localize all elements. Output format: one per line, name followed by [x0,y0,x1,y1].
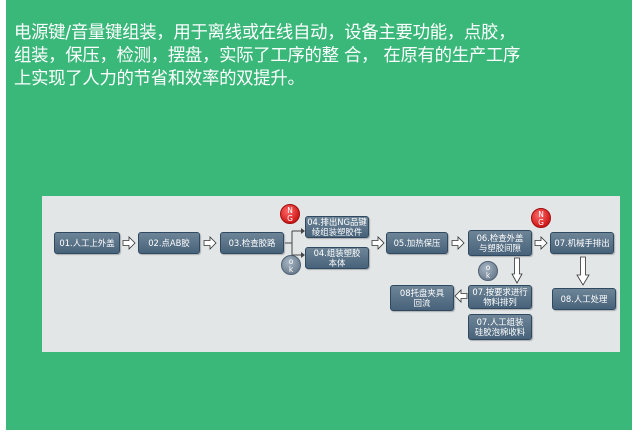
arrow-right-02-03 [203,236,217,250]
arrow-right-01-02 [122,236,136,250]
step-05-heat-press: 05.加热保压 [386,232,448,254]
ng-badge-inspection-2: N G [531,208,551,228]
arrow-down-06-07 [511,257,523,284]
ok-badge-inspection-2: o k [478,261,498,281]
connector-03-to-04 [285,228,305,258]
intro-text: 电源键/音量键组装，用于离线或在线自动，设备主要功能，点胶， 组装，保压，检测，… [14,23,521,89]
step-08-manual-handling: 08.人工处理 [552,288,616,310]
ng-badge-inspection-1: N G [280,204,300,224]
step-02-dispense-ab-glue: 02.点AB胶 [138,232,200,254]
process-flow-diagram: 01.人工上外盖 02.点AB胶 03.检查胶路 04.排出NG品键 绫组装塑胶… [42,196,620,352]
step-07-arrange-materials: 07.按要求进行 物料排列 [468,285,532,309]
ok-badge-inspection-1: o k [281,255,301,275]
step-04-assemble-plastic-body: 04.组装塑胶 本体 [305,247,369,269]
arrow-down-07-08 [576,256,590,286]
arrow-right-05-06 [451,236,465,250]
step-07-robot-output: 07.机械手排出 [550,232,614,254]
arrow-left-07-08 [454,289,468,303]
step-01-manual-load-cover: 01.人工上外盖 [54,232,120,254]
step-08-tray-fixture-return: 08托盘夹具 回流 [390,285,454,311]
arrow-right-06-07 [534,236,548,250]
step-04-reject-ng-assemble-plastic: 04.排出NG品键 绫组装塑胶件 [305,216,369,238]
step-03-inspect-glue-path: 03.检查胶路 [220,232,284,254]
arrow-right-04-05 [371,236,385,250]
step-06-inspect-gap: 06.检查外盖 与塑胶间隙 [468,230,532,256]
slide-background: 电源键/音量键组装，用于离线或在线自动，设备主要功能，点胶， 组装，保压，检测，… [6,0,632,430]
step-07-manual-assemble-silicone: 07.人工组装 硅胶泡棉收料 [468,314,532,340]
